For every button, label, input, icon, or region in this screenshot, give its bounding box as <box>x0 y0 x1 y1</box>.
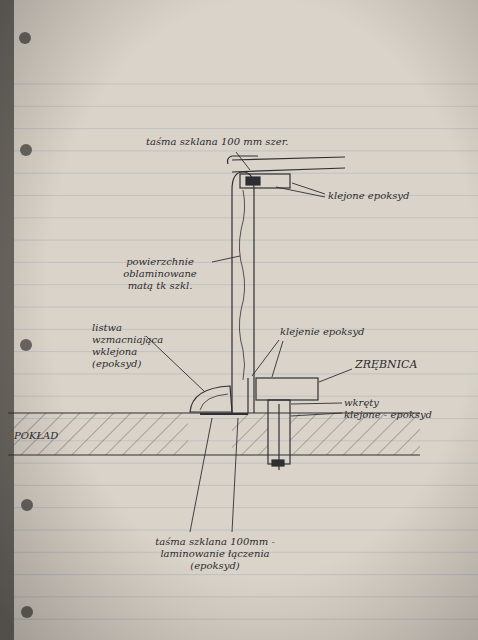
note-label: klejenie epoksyd <box>280 326 390 338</box>
note-label: taśma szklana 100mm - laminowanie łączen… <box>140 536 290 572</box>
note-label: taśma szklana 100 mm szer. <box>146 136 326 148</box>
roof <box>228 156 346 188</box>
part-name: ZRĘBNICA <box>355 359 445 371</box>
note-label: listwa wzmacniająca wklejona (epoksyd) <box>92 322 156 370</box>
part-name: POKŁAD <box>14 430 84 442</box>
joint-tape <box>200 414 248 415</box>
reinforcement-strip <box>190 386 232 412</box>
wall-panel <box>232 172 254 413</box>
coaming <box>256 378 318 470</box>
note-label: klejone - epoksyd <box>344 409 464 421</box>
note-label: powierzchnie oblaminowane matą tk szkl. <box>110 256 210 292</box>
leader-lines <box>146 152 352 532</box>
note-label: wkręty <box>344 397 424 409</box>
note-label: klejone epoksyd <box>328 190 438 202</box>
